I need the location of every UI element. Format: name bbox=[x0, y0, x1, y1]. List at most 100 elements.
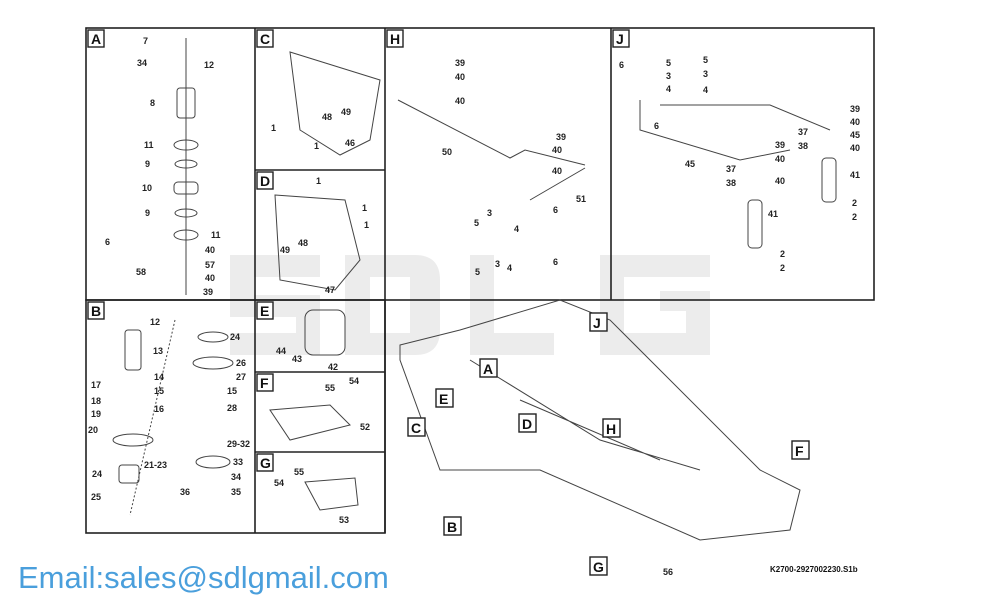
main-tag-E: E bbox=[439, 391, 448, 407]
callout-A-4: 8 bbox=[150, 98, 155, 108]
callout-B-2: 13 bbox=[153, 346, 163, 356]
callout-J-11: 40 bbox=[775, 154, 785, 164]
callout-A-8: 9 bbox=[145, 208, 150, 218]
watermark: Email:sales@sdlgmail.com bbox=[18, 560, 389, 595]
main-tag-J: J bbox=[593, 315, 601, 331]
panel-tag-box-E bbox=[256, 301, 274, 320]
callout-H-9: 3 bbox=[487, 208, 492, 218]
callout-H-2: 40 bbox=[455, 72, 465, 82]
panel-tag-F: F bbox=[260, 375, 269, 391]
callout-A-13: 57 bbox=[205, 260, 215, 270]
callout-J-3: 3 bbox=[666, 71, 671, 81]
callout-G-2: 54 bbox=[274, 478, 284, 488]
panel-tag-box-G bbox=[256, 453, 274, 472]
main-tag-box-B bbox=[443, 516, 462, 536]
callout-B-7: 16 bbox=[154, 404, 164, 414]
callout-J-14: 40 bbox=[775, 176, 785, 186]
callout-E-3: 42 bbox=[328, 362, 338, 372]
callout-B-12: 25 bbox=[91, 492, 101, 502]
callout-D-5: 48 bbox=[298, 238, 308, 248]
main-tag-box-C bbox=[407, 417, 426, 437]
callout-B-8: 19 bbox=[91, 409, 101, 419]
callout-B-11: 24 bbox=[92, 469, 102, 479]
callout-J-26: 2 bbox=[780, 263, 785, 273]
callout-B-16: 15 bbox=[227, 386, 237, 396]
callout-J-19: 45 bbox=[850, 130, 860, 140]
panel-tag-B: B bbox=[91, 303, 101, 319]
callout-J-20: 38 bbox=[798, 141, 808, 151]
callout-J-2: 5 bbox=[666, 58, 671, 68]
callout-H-6: 40 bbox=[552, 145, 562, 155]
callout-B-4: 17 bbox=[91, 380, 101, 390]
callout-B-14: 26 bbox=[236, 358, 246, 368]
main-tag-box-E bbox=[435, 388, 454, 408]
callout-H-10: 6 bbox=[553, 205, 558, 215]
part-sketches bbox=[112, 38, 837, 541]
callout-H-5: 39 bbox=[556, 132, 566, 142]
callout-B-20: 34 bbox=[231, 472, 241, 482]
main-tag-H: H bbox=[606, 421, 616, 437]
callout-H-1: 39 bbox=[455, 58, 465, 68]
callout-D-4: 49 bbox=[280, 245, 290, 255]
callout-A-3: 12 bbox=[204, 60, 214, 70]
callout-C-2: 1 bbox=[314, 141, 319, 151]
callout-D-2: 1 bbox=[362, 203, 367, 213]
panel-tag-D: D bbox=[260, 173, 270, 189]
callout-J-13: 38 bbox=[726, 178, 736, 188]
callout-B-9: 20 bbox=[88, 425, 98, 435]
callout-J-7: 4 bbox=[703, 85, 708, 95]
main-tag-G: G bbox=[593, 559, 604, 575]
callout-B-15: 27 bbox=[236, 372, 246, 382]
panel-tag-box-F bbox=[256, 373, 274, 392]
caption: K2700-2927002230.S1b bbox=[770, 565, 858, 574]
callout-J-10: 39 bbox=[775, 140, 785, 150]
callout-J-17: 40 bbox=[850, 117, 860, 127]
callout-G-1: 55 bbox=[294, 467, 304, 477]
callout-B-10: 21-23 bbox=[144, 460, 167, 470]
main-tag-box-H bbox=[602, 418, 621, 438]
callout-A-9: 11 bbox=[211, 230, 221, 240]
callout-B-17: 28 bbox=[227, 403, 237, 413]
callout-B-1: 12 bbox=[150, 317, 160, 327]
main-tag-box-D bbox=[518, 413, 537, 433]
callout-A-7: 10 bbox=[142, 183, 152, 193]
callout-H-8: 51 bbox=[576, 194, 586, 204]
callout-H-7: 40 bbox=[552, 166, 562, 176]
callout-J-25: 2 bbox=[780, 249, 785, 259]
panel-tag-H: H bbox=[390, 31, 400, 47]
callout-D-6: 47 bbox=[325, 285, 335, 295]
callout-A-1: 7 bbox=[143, 36, 148, 46]
main-tag-A: A bbox=[483, 361, 493, 377]
panel-tag-box-D bbox=[256, 171, 274, 190]
callout-F-3: 52 bbox=[360, 422, 370, 432]
main-callout-56: 56 bbox=[663, 567, 673, 577]
callout-H-11: 5 bbox=[474, 218, 479, 228]
svg-text:K2700-2927002230.S1b: K2700-2927002230.S1b bbox=[770, 565, 858, 574]
callout-A-14: 40 bbox=[205, 273, 215, 283]
callout-H-16: 6 bbox=[553, 257, 558, 267]
callout-J-15: 41 bbox=[768, 209, 778, 219]
callout-J-9: 45 bbox=[685, 159, 695, 169]
callout-C-3: 48 bbox=[322, 112, 332, 122]
callout-B-19: 33 bbox=[233, 457, 243, 467]
callout-B-21: 36 bbox=[180, 487, 190, 497]
callout-B-6: 18 bbox=[91, 396, 101, 406]
panel-tag-E: E bbox=[260, 303, 269, 319]
panel-tag-box-C bbox=[256, 29, 274, 48]
svg-text:Email:sales@sdlgmail.com: Email:sales@sdlgmail.com bbox=[18, 560, 389, 595]
callout-J-23: 2 bbox=[852, 198, 857, 208]
callout-D-1: 1 bbox=[316, 176, 321, 186]
callout-J-16: 39 bbox=[850, 104, 860, 114]
callout-A-10: 6 bbox=[105, 237, 110, 247]
callout-H-12: 4 bbox=[514, 224, 519, 234]
panel-tag-A: A bbox=[91, 31, 101, 47]
callout-J-1: 6 bbox=[619, 60, 624, 70]
callout-F-1: 55 bbox=[325, 383, 335, 393]
panel-tag-box-B bbox=[87, 301, 105, 320]
main-tag-box-F bbox=[791, 440, 810, 460]
callout-J-22: 41 bbox=[850, 170, 860, 180]
panel-frames bbox=[85, 27, 875, 534]
callout-J-12: 37 bbox=[726, 164, 736, 174]
callout-C-1: 1 bbox=[271, 123, 276, 133]
callout-J-6: 3 bbox=[703, 69, 708, 79]
